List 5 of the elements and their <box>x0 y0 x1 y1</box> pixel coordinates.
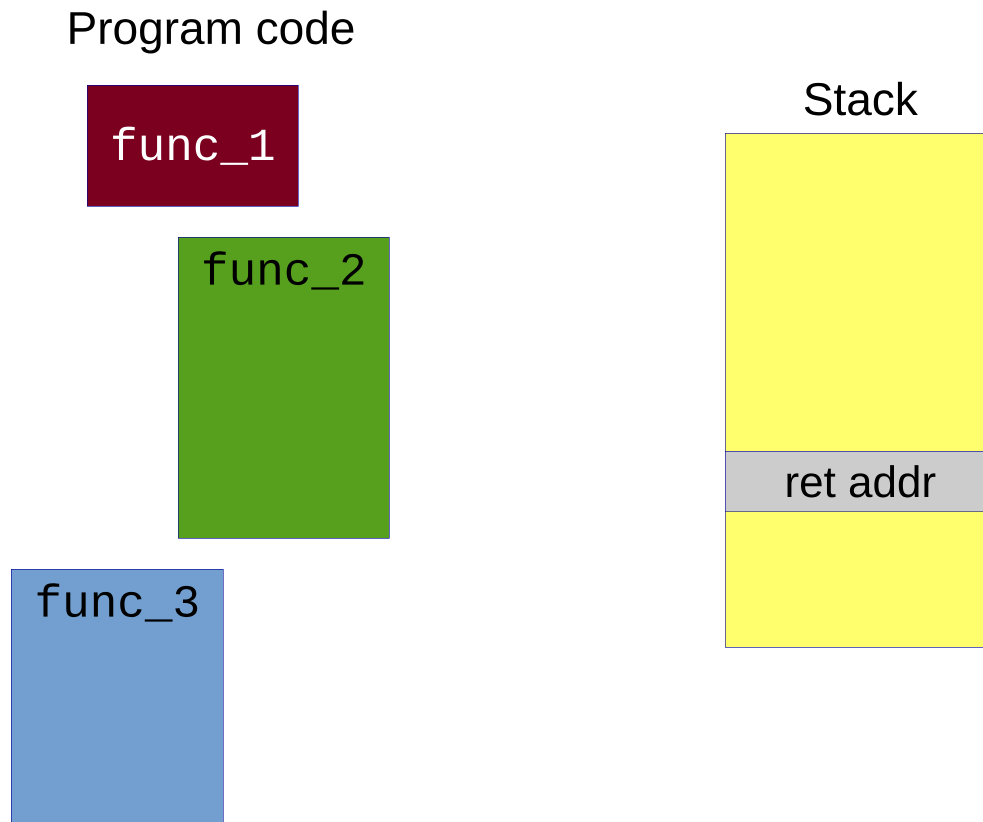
node-label: Stack <box>804 82 918 116</box>
function-box: func_2 <box>178 237 390 539</box>
function-box: func_3 <box>11 569 224 822</box>
stack-entry: ret addr <box>725 451 983 512</box>
function-box: func_1 <box>87 85 299 207</box>
